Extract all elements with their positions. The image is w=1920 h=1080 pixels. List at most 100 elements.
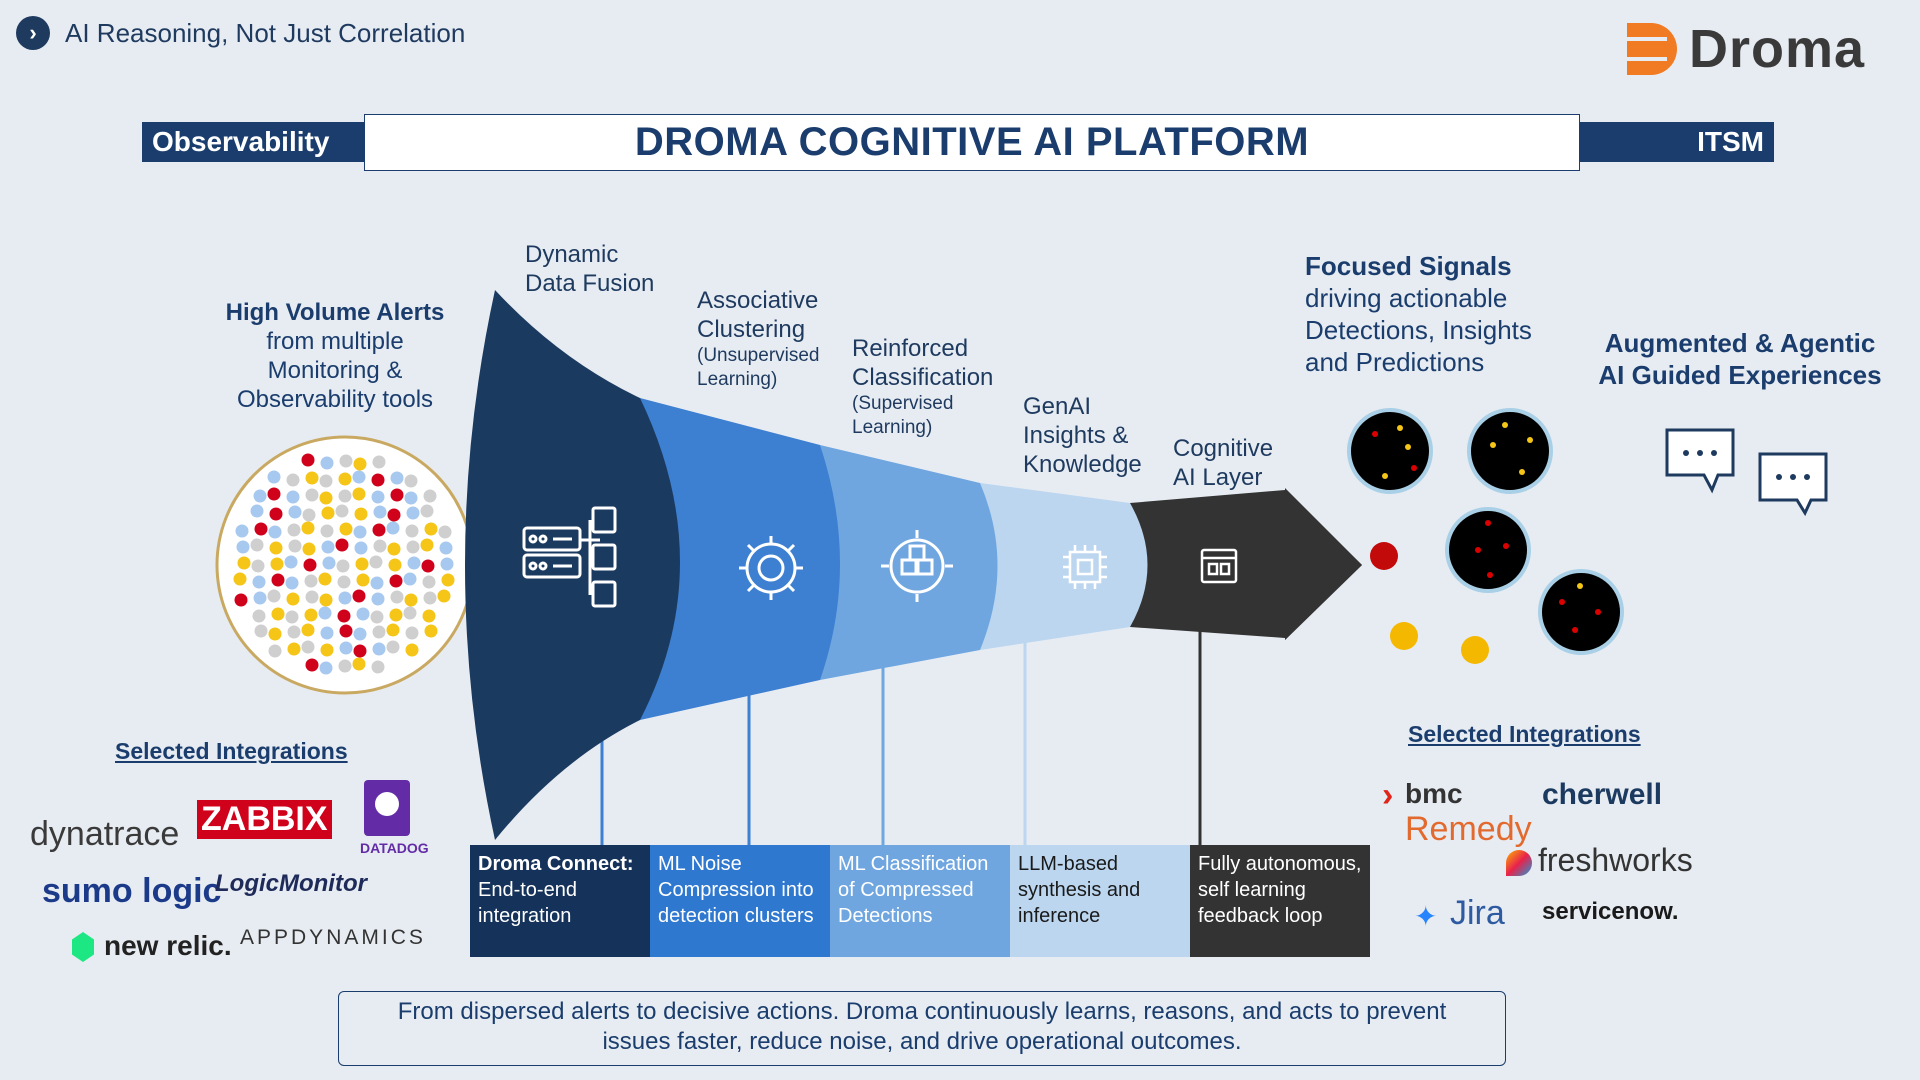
alert-dot — [371, 473, 385, 487]
alert-dot — [352, 657, 366, 671]
alert-dot — [301, 453, 315, 467]
alert-dot — [406, 540, 420, 554]
brand-cherwell: cherwell — [1542, 778, 1663, 811]
input-title: High Volume Alerts — [225, 299, 445, 326]
input-line-2: Monitoring & — [267, 357, 403, 384]
alert-dot — [253, 591, 267, 605]
alert-dot — [301, 521, 315, 535]
brand-remedy: Remedy — [1405, 810, 1532, 848]
alert-dot — [424, 624, 438, 638]
alert-dot — [405, 643, 419, 657]
funnel-segment-clustering — [640, 398, 840, 720]
alert-dot — [269, 541, 283, 555]
alert-dot — [422, 575, 436, 589]
alert-dot — [302, 542, 316, 556]
alert-dot — [286, 473, 300, 487]
alert-dot — [355, 557, 369, 571]
alert-dot — [287, 523, 301, 537]
alert-dot — [320, 524, 334, 538]
alert-dot — [386, 640, 400, 654]
input-line-3: Observability tools — [236, 386, 434, 413]
alert-dot — [287, 642, 301, 656]
stage-label-cognitive: Cognitive AI Layer — [1173, 434, 1273, 492]
output-line-2: Detections, Insights — [1305, 315, 1532, 345]
funnel-segment-classification — [820, 445, 998, 680]
alert-dot — [321, 540, 335, 554]
alert-dot — [335, 504, 349, 518]
alert-dot — [372, 625, 386, 639]
droma-logo-icon — [1627, 23, 1677, 75]
alert-dot — [250, 538, 264, 552]
augment-line-2: AI Guided Experiences — [1598, 360, 1882, 390]
brand-bmc: bmc — [1405, 778, 1463, 809]
alert-dot — [387, 508, 401, 522]
stage-box-classification: ML Classification of Compressed Detectio… — [830, 845, 1010, 957]
augment-line-1: Augmented & Agentic — [1604, 328, 1876, 358]
alert-dot — [370, 576, 384, 590]
alert-dot — [319, 593, 333, 607]
chevron-right-icon[interactable]: › — [16, 16, 50, 50]
alert-dot — [236, 540, 250, 554]
augment-label: Augmented & Agentic AI Guided Experience… — [1590, 327, 1890, 391]
alert-dot — [318, 606, 332, 620]
alert-dot — [373, 505, 387, 519]
alert-dot — [354, 541, 368, 555]
alert-dot — [305, 590, 319, 604]
integrations-heading-right: Selected Integrations — [1408, 721, 1641, 747]
output-label: Focused Signals driving actionable Detec… — [1305, 250, 1575, 378]
jira-icon: ✦ — [1414, 901, 1438, 932]
alert-dot — [386, 521, 400, 535]
alert-dot — [405, 626, 419, 640]
alert-dot — [339, 641, 353, 655]
alert-dot — [403, 606, 417, 620]
alert-dot — [421, 559, 435, 573]
alert-dot — [250, 504, 264, 518]
alert-dot — [268, 644, 282, 658]
alert-dot — [335, 538, 349, 552]
input-line-1: from multiple — [266, 328, 404, 355]
alert-dot — [320, 456, 334, 470]
alert-dot — [352, 470, 366, 484]
alert-dot — [304, 608, 318, 622]
output-title: Focused Signals — [1305, 251, 1512, 281]
alert-dot — [234, 593, 248, 607]
stage-title-1: Reinforced — [852, 335, 969, 362]
alert-dot — [305, 488, 319, 502]
stage-label-clustering: Associative Clustering (Unsupervised Lea… — [697, 286, 837, 392]
alert-dot — [353, 525, 367, 539]
alert-dot — [301, 623, 315, 637]
brand-jira: Jira — [1450, 894, 1505, 932]
alert-dot — [337, 609, 351, 623]
stage-box-cognitive: Fully autonomous, self learning feedback… — [1190, 845, 1370, 957]
alert-dot — [286, 490, 300, 504]
alert-dot — [252, 609, 266, 623]
alert-dot — [406, 506, 420, 520]
alert-dot — [339, 522, 353, 536]
stage-title-2: AI Layer — [1173, 464, 1263, 491]
alert-dot — [286, 592, 300, 606]
alert-dot — [339, 454, 353, 468]
alert-dot — [407, 556, 421, 570]
alert-dot — [303, 558, 317, 572]
alert-dot — [305, 471, 319, 485]
alert-dot — [356, 573, 370, 587]
alert-dot — [270, 557, 284, 571]
stage-title-2: Insights & Knowledge — [1023, 422, 1142, 478]
stage-subtitle: (Supervised Learning) — [852, 393, 954, 438]
top-nav: › AI Reasoning, Not Just Correlation — [16, 16, 465, 50]
alert-dot — [370, 610, 384, 624]
alert-dot — [320, 643, 334, 657]
alert-dot — [285, 610, 299, 624]
alert-dot — [372, 642, 386, 656]
footer-note: From dispersed alerts to decisive action… — [338, 991, 1506, 1066]
stage-label-genai: GenAI Insights & Knowledge — [1023, 392, 1148, 479]
alert-dot — [319, 474, 333, 488]
stage-label-classification: Reinforced Classification (Supervised Le… — [852, 334, 1002, 440]
new-relic-icon — [72, 932, 94, 962]
alert-dot — [390, 471, 404, 485]
alert-dot — [269, 507, 283, 521]
alert-dot — [267, 487, 281, 501]
stage-title-1: Dynamic — [525, 241, 619, 268]
alert-dot — [338, 489, 352, 503]
